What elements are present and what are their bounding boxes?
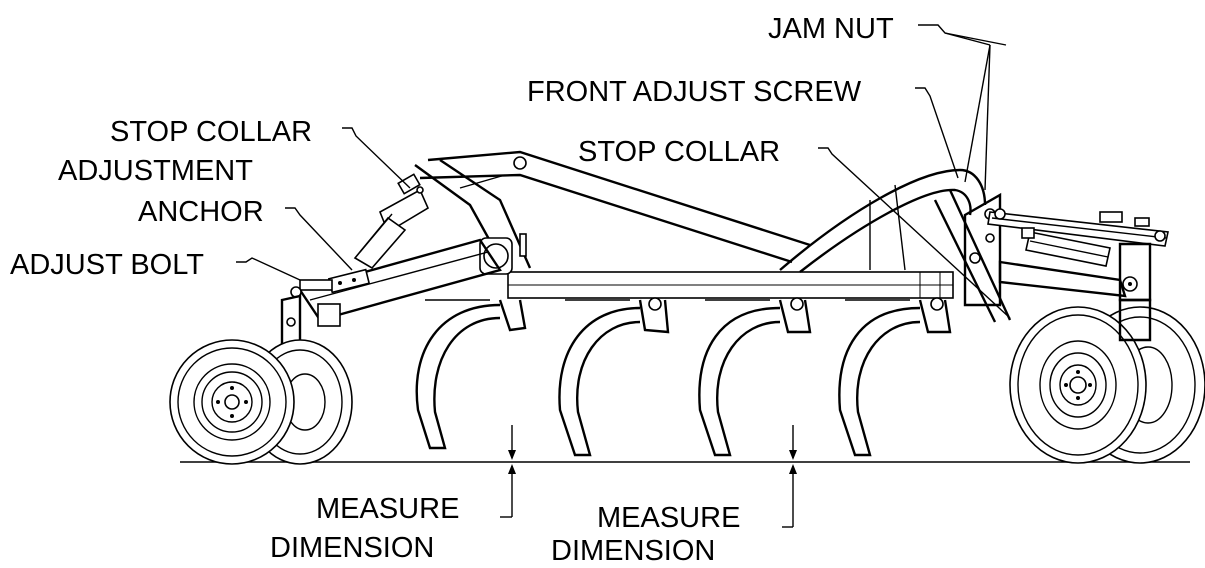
- label-measure-right: MEASURE: [597, 502, 740, 534]
- label-dimension-right: DIMENSION: [551, 535, 715, 563]
- shank-3: [698, 297, 812, 457]
- label-measure-left: MEASURE: [316, 493, 459, 525]
- label-adjustment: ADJUSTMENT: [58, 155, 253, 187]
- leader-lines: [236, 24, 1011, 319]
- rear-main-wheel: [1009, 298, 1205, 464]
- label-adjust-bolt: ADJUST BOLT: [10, 249, 204, 281]
- label-jam-nut: JAM NUT: [768, 13, 894, 45]
- label-stop-collar-left: STOP COLLAR: [110, 116, 312, 148]
- label-front-adjust-screw: FRONT ADJUST SCREW: [527, 76, 862, 108]
- main-frame-beam: [507, 271, 954, 299]
- left-hydraulic-cylinder: [353, 173, 430, 270]
- rear-cylinder-rail: [987, 208, 1169, 302]
- shank-1: [415, 299, 527, 450]
- measure-marker-right: [782, 425, 797, 528]
- measure-marker-left: [500, 425, 516, 518]
- top-arch-linkage: [414, 150, 1012, 323]
- front-hitch-arm: [280, 238, 502, 380]
- front-gauge-wheel: [169, 339, 353, 465]
- shanks: [415, 297, 952, 457]
- shank-2: [558, 297, 670, 457]
- label-dimension-left: DIMENSION: [270, 532, 434, 563]
- label-anchor: ANCHOR: [138, 196, 264, 228]
- label-stop-collar-right: STOP COLLAR: [578, 136, 780, 168]
- shank-4: [838, 297, 952, 457]
